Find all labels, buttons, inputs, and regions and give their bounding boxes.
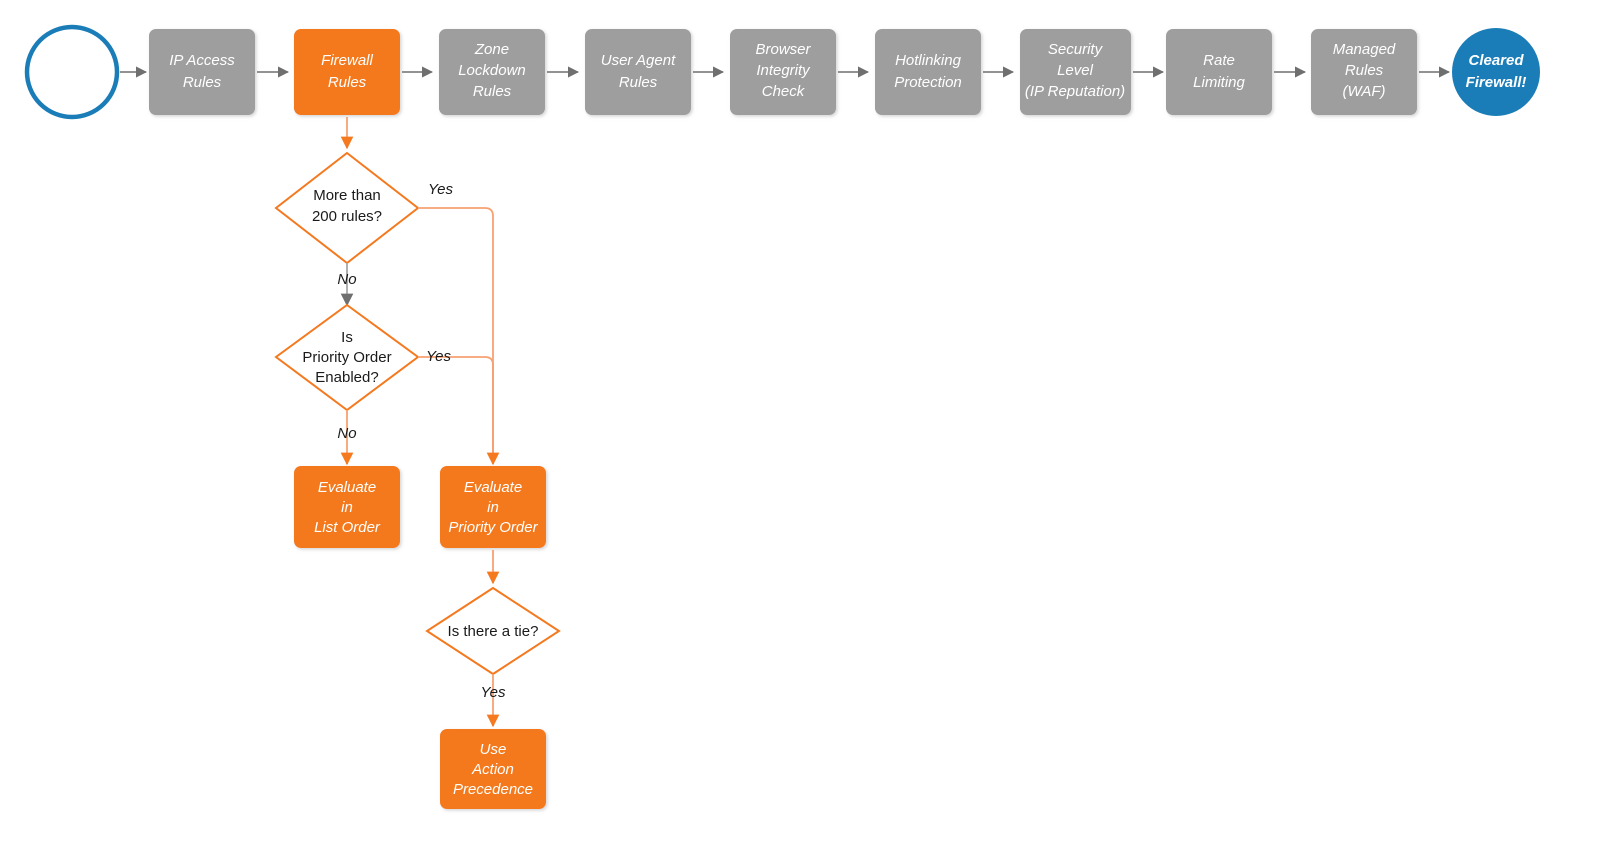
security-level-label-line2: Level bbox=[1057, 62, 1094, 79]
node-managed-rules-waf[interactable]: Managed Rules (WAF) bbox=[1311, 29, 1417, 115]
hotlinking-protection-box bbox=[875, 29, 981, 115]
node-zone-lockdown-rules[interactable]: Zone Lockdown Rules bbox=[439, 29, 545, 115]
node-evaluate-in-list-order[interactable]: Evaluate in List Order bbox=[294, 466, 400, 548]
edge-label-decision2-yes: Yes bbox=[426, 348, 452, 365]
http-request-label-line2: Request bbox=[40, 73, 104, 90]
managed-rules-label-line2: Rules bbox=[1345, 62, 1384, 79]
node-security-level[interactable]: Security Level (IP Reputation) bbox=[1020, 29, 1131, 115]
zone-lockdown-label-line1: Zone bbox=[474, 41, 509, 58]
firewall-rules-label-line2: Rules bbox=[328, 74, 367, 91]
firewall-rules-label-line1: Firewall bbox=[321, 52, 373, 69]
edge-label-decision2-no: No bbox=[337, 425, 356, 442]
evaluate-list-order-label-line3: List Order bbox=[314, 519, 381, 536]
connector-decision1-yes bbox=[418, 207, 494, 460]
managed-rules-label-line3: (WAF) bbox=[1342, 83, 1385, 100]
user-agent-label-line1: User Agent bbox=[601, 52, 676, 69]
evaluate-priority-order-label-line2: in bbox=[487, 499, 499, 516]
node-firewall-rules[interactable]: Firewall Rules bbox=[294, 29, 400, 115]
decision-is-priority-order-enabled[interactable]: Is Priority Order Enabled? bbox=[274, 303, 420, 412]
hotlinking-label-line1: Hotlinking bbox=[895, 52, 962, 69]
node-user-agent-rules[interactable]: User Agent Rules bbox=[585, 29, 691, 115]
priority-order-label-line3: Enabled? bbox=[315, 369, 378, 386]
evaluate-priority-order-label-line1: Evaluate bbox=[464, 479, 522, 496]
rate-limiting-label-line1: Rate bbox=[1203, 52, 1235, 69]
cleared-firewall-circle bbox=[1452, 28, 1540, 116]
node-http-request[interactable]: HTTP Request bbox=[24, 24, 120, 120]
security-level-box bbox=[1020, 29, 1131, 115]
evaluate-list-order-label-line1: Evaluate bbox=[318, 479, 376, 496]
zone-lockdown-label-line3: Rules bbox=[473, 83, 512, 100]
browser-integrity-label-line3: Check bbox=[762, 83, 806, 100]
browser-integrity-label-line2: Integrity bbox=[756, 62, 811, 79]
security-level-label-line3: (IP Reputation) bbox=[1025, 83, 1125, 100]
connector-decision2-yes bbox=[418, 356, 494, 460]
cleared-firewall-label-line2: Firewall! bbox=[1466, 74, 1527, 91]
security-level-label-line1: Security bbox=[1048, 41, 1104, 58]
zone-lockdown-rules-box bbox=[439, 29, 545, 115]
evaluate-priority-order-label-line3: Priority Order bbox=[448, 519, 538, 536]
decision-is-there-a-tie[interactable]: Is there a tie? bbox=[425, 586, 561, 676]
ip-access-rules-label-line2: Rules bbox=[183, 74, 222, 91]
edge-label-decision1-no: No bbox=[337, 271, 356, 288]
rate-limiting-box bbox=[1166, 29, 1272, 115]
evaluate-list-order-box bbox=[294, 466, 400, 548]
more-than-200-rules-label-line1: More than bbox=[313, 187, 381, 204]
http-request-circle bbox=[24, 24, 120, 120]
managed-rules-label-line1: Managed bbox=[1333, 41, 1396, 58]
priority-order-label-line2: Priority Order bbox=[302, 349, 391, 366]
evaluate-priority-order-box bbox=[440, 466, 546, 548]
ip-access-rules-label-line1: IP Access bbox=[169, 52, 235, 69]
node-cleared-firewall[interactable]: Cleared Firewall! bbox=[1452, 28, 1540, 116]
use-action-precedence-box bbox=[440, 729, 546, 809]
use-action-precedence-label-line1: Use bbox=[480, 741, 507, 758]
is-there-a-tie-label: Is there a tie? bbox=[448, 623, 539, 640]
node-ip-access-rules[interactable]: IP Access Rules bbox=[149, 29, 255, 115]
more-than-200-rules-label-line2: 200 rules? bbox=[312, 208, 382, 225]
user-agent-rules-box bbox=[585, 29, 691, 115]
node-hotlinking-protection[interactable]: Hotlinking Protection bbox=[875, 29, 981, 115]
use-action-precedence-label-line2: Action bbox=[471, 761, 514, 778]
firewall-rules-box bbox=[294, 29, 400, 115]
http-request-label-line1: HTTP bbox=[51, 51, 93, 68]
rate-limiting-label-line2: Limiting bbox=[1193, 74, 1245, 91]
node-rate-limiting[interactable]: Rate Limiting bbox=[1166, 29, 1272, 115]
managed-rules-box bbox=[1311, 29, 1417, 115]
evaluate-list-order-label-line2: in bbox=[341, 499, 353, 516]
ip-access-rules-box bbox=[149, 29, 255, 115]
node-use-action-precedence[interactable]: Use Action Precedence bbox=[440, 729, 546, 809]
use-action-precedence-label-line3: Precedence bbox=[453, 781, 533, 798]
edge-label-decision1-yes: Yes bbox=[428, 181, 454, 198]
browser-integrity-label-line1: Browser bbox=[755, 41, 811, 58]
decision-more-than-200-rules[interactable]: More than 200 rules? bbox=[274, 151, 420, 265]
hotlinking-label-line2: Protection bbox=[894, 74, 962, 91]
zone-lockdown-label-line2: Lockdown bbox=[458, 62, 526, 79]
priority-order-label-line1: Is bbox=[341, 329, 353, 346]
edge-label-tie-yes: Yes bbox=[480, 684, 506, 701]
node-browser-integrity-check[interactable]: Browser Integrity Check bbox=[730, 29, 836, 115]
browser-integrity-box bbox=[730, 29, 836, 115]
node-evaluate-in-priority-order[interactable]: Evaluate in Priority Order bbox=[440, 466, 546, 548]
user-agent-label-line2: Rules bbox=[619, 74, 658, 91]
cleared-firewall-label-line1: Cleared bbox=[1468, 52, 1524, 69]
